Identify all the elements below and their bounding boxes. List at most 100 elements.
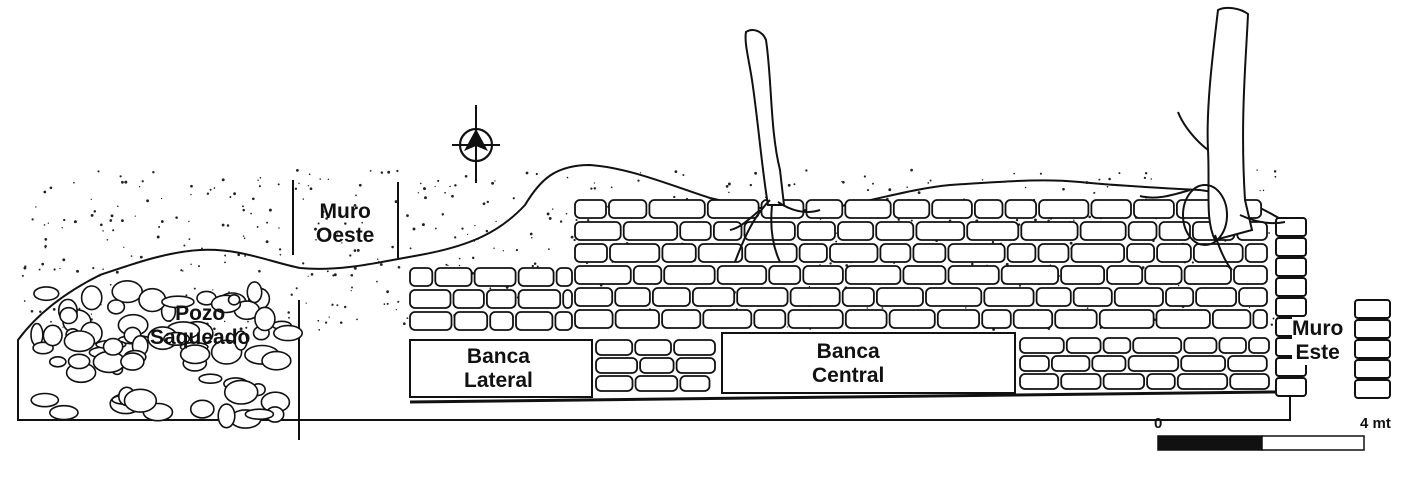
stipple-dot <box>314 227 317 231</box>
masonry-block <box>844 199 892 219</box>
east-wall-block <box>1354 379 1391 399</box>
stipple-dot <box>397 300 400 303</box>
stipple-dot <box>1004 180 1007 183</box>
masonry-block <box>966 221 1020 241</box>
rubble-stone <box>189 399 215 419</box>
stipple-dot <box>295 287 298 290</box>
stipple-dot <box>445 263 448 266</box>
masonry-block <box>517 267 555 287</box>
rubble-stone <box>106 299 126 315</box>
stipple-dot <box>495 220 497 223</box>
stipple-dot <box>336 233 339 235</box>
label-line: Banca <box>466 345 530 368</box>
stipple-dot <box>787 183 791 187</box>
masonry-block <box>663 265 716 285</box>
masonry-block <box>452 289 485 309</box>
stipple-dot <box>350 273 354 277</box>
stipple-dot <box>502 250 505 252</box>
stipple-dot <box>266 221 269 224</box>
stipple-dot <box>245 326 248 329</box>
masonry-block <box>1156 243 1192 263</box>
east-wall-block <box>1354 339 1391 359</box>
stipple-dot <box>451 194 454 198</box>
label-line: Muro <box>1292 317 1344 340</box>
stipple-dot <box>50 320 52 323</box>
masonry-block <box>1019 337 1065 354</box>
stipple-dot <box>353 204 357 207</box>
stipple-dot <box>461 227 464 230</box>
stipple-dot <box>610 186 613 189</box>
stipple-dot <box>247 320 249 323</box>
masonry-block <box>485 289 517 309</box>
masonry-block <box>675 357 716 374</box>
rubble-stone <box>233 330 248 351</box>
stipple-dot <box>44 247 46 249</box>
masonry-block <box>608 199 648 219</box>
masonry-block <box>1244 243 1268 263</box>
rubble-stone <box>244 408 275 421</box>
stipple-dot <box>435 250 438 253</box>
masonry-block <box>1090 199 1132 219</box>
stipple-dot <box>121 180 124 184</box>
masonry-block <box>1238 287 1268 307</box>
banca-lateral-shape <box>409 339 593 398</box>
scale-end-label: 4 mt <box>1360 415 1391 432</box>
label-banca-lateral: Banca Lateral <box>464 345 533 393</box>
stipple-dot <box>525 171 529 175</box>
stipple-dot <box>548 248 550 250</box>
masonry-block <box>595 339 634 356</box>
masonry-block <box>713 221 743 241</box>
rubble-stone <box>42 324 63 347</box>
stipple-dot <box>682 173 685 177</box>
stipple-dot <box>190 263 192 266</box>
stipple-dot <box>21 274 24 277</box>
stipple-dot <box>387 170 391 174</box>
stipple-dot <box>309 187 313 191</box>
stipple-dot <box>378 260 380 263</box>
stipple-dot <box>213 327 216 331</box>
stipple-dot <box>224 254 227 257</box>
masonry-block <box>1054 309 1098 329</box>
masonry-block <box>1006 243 1037 263</box>
stipple-dot <box>209 188 212 191</box>
stipple-dot <box>97 170 100 173</box>
label-banca-central: Banca Central <box>812 340 884 388</box>
stipple-dot <box>808 286 811 288</box>
stipple-dot <box>1143 176 1147 180</box>
stipple-dot <box>349 254 352 257</box>
stipple-dot <box>637 179 640 182</box>
stipple-dot <box>206 192 210 195</box>
stipple-dot <box>1141 266 1145 269</box>
stipple-dot <box>1088 215 1091 219</box>
masonry-block <box>888 309 936 329</box>
stipple-dot <box>287 311 290 314</box>
stipple-dot <box>749 183 752 187</box>
stipple-dot <box>1259 189 1261 192</box>
masonry-block <box>409 289 452 309</box>
stipple-dot <box>212 289 214 291</box>
rubble-stone <box>67 353 91 370</box>
stipple-dot <box>1272 317 1275 320</box>
masonry-block <box>983 287 1035 307</box>
stipple-dot <box>213 187 216 189</box>
stipple-dot <box>1069 241 1073 245</box>
stipple-dot <box>318 329 321 331</box>
stipple-dot <box>332 274 335 277</box>
masonry-block <box>936 309 980 329</box>
rubble-stone <box>111 280 143 304</box>
stipple-dot <box>99 275 101 277</box>
stipple-dot <box>910 219 913 222</box>
masonry-block <box>1079 221 1127 241</box>
stipple-dot <box>38 268 41 271</box>
stipple-dot <box>112 229 115 232</box>
stipple-dot <box>353 249 357 252</box>
stipple-dot <box>182 270 184 272</box>
masonry-block <box>1183 265 1232 285</box>
masonry-block <box>1065 337 1102 354</box>
label-muro-oeste: Muro Oeste <box>316 200 374 248</box>
floor-line <box>409 390 1276 404</box>
stipple-dot <box>369 170 372 172</box>
stipple-dot <box>386 302 389 305</box>
masonry-block <box>837 221 875 241</box>
stipple-dot <box>229 196 232 198</box>
